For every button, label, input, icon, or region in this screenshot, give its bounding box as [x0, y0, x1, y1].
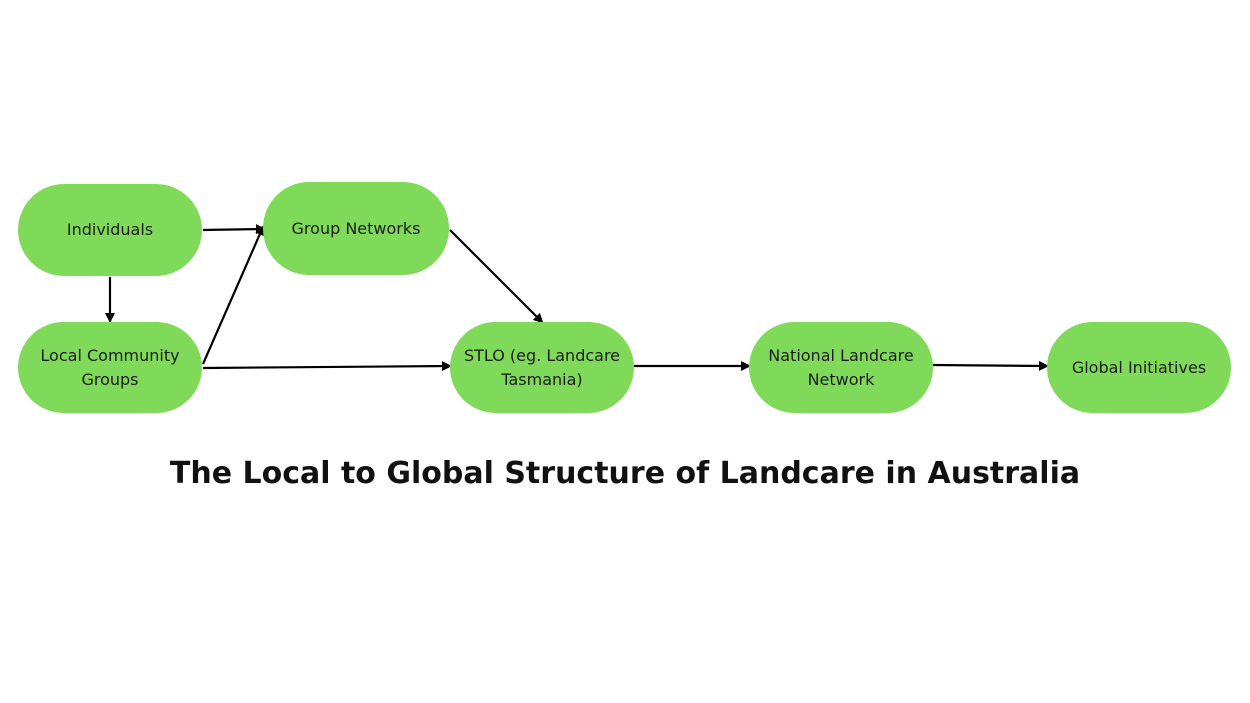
node-national-landcare-network: National Landcare Network [749, 322, 933, 413]
diagram-caption: The Local to Global Structure of Landcar… [169, 456, 1081, 491]
node-label: Local Community Groups [40, 345, 180, 389]
node-label: Group Networks [291, 218, 421, 238]
edge-local-community-groups-to-group-networks [201, 225, 265, 365]
node-individuals: Individuals [18, 184, 202, 276]
node-label: Global Initiatives [1071, 357, 1207, 377]
node-label: STLO (eg. Landcare Tasmania) [463, 345, 621, 389]
node-local-community-groups: Local Community Groups [18, 322, 202, 413]
edge-group-networks-to-stlo [449, 229, 544, 324]
edge-local-community-groups-to-stlo [202, 361, 452, 372]
node-label: National Landcare Network [768, 345, 914, 389]
node-stlo: STLO (eg. Landcare Tasmania) [450, 322, 634, 413]
edge-individuals-to-group-networks [202, 224, 266, 235]
node-global-initiatives: Global Initiatives [1047, 322, 1231, 413]
edge-national-to-global [932, 360, 1049, 371]
node-group-networks: Group Networks [263, 182, 449, 275]
node-label: Individuals [66, 220, 154, 239]
